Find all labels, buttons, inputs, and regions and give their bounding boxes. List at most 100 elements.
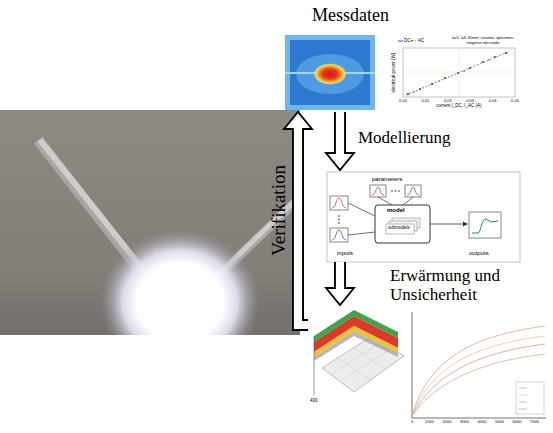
diagram-text: parameters	[372, 176, 402, 183]
data-point	[419, 88, 421, 90]
input-box	[330, 196, 348, 210]
tick-label: 0.03	[464, 99, 476, 104]
model-box	[375, 205, 430, 243]
line-chart	[412, 312, 546, 418]
arc-glow	[100, 230, 260, 335]
chart-annotation: n=5; l=6.35mm; ceramic specimen; tungste…	[447, 36, 519, 45]
surface-plot	[314, 310, 404, 395]
data-point	[438, 80, 440, 82]
tick-label: 0.04	[487, 99, 499, 104]
legend-sample	[519, 402, 527, 403]
output-box	[469, 212, 501, 238]
data-point	[463, 70, 465, 72]
y-axis	[412, 312, 413, 418]
data-point	[407, 93, 409, 95]
data-point	[494, 56, 496, 58]
arrow-label: Modellierung	[358, 129, 451, 148]
legend-text: AC	[418, 38, 424, 43]
data-points	[407, 52, 507, 95]
arrow-outline	[298, 127, 308, 325]
arrow-head	[284, 112, 312, 129]
hollow-arrow	[326, 262, 354, 305]
flow-line	[348, 203, 375, 216]
results-panel: 40001000200030004000500060007000	[308, 305, 550, 433]
input-box	[330, 228, 348, 242]
tick-label: 0	[406, 420, 418, 425]
flow-line	[348, 232, 375, 235]
temperature-curve	[412, 354, 545, 416]
measurement-panel: MessdatenDC+ AC n=5; l=6.35mm; ceramic spe…	[283, 0, 533, 112]
model-frame	[327, 172, 520, 262]
arrow-label: Erwärmung und Unsicherheit	[390, 267, 515, 304]
arrow-label: Verifikation	[269, 160, 290, 260]
arrow-outline	[334, 262, 346, 290]
temperature-curve	[412, 344, 545, 416]
data-point	[488, 59, 490, 61]
data-point	[457, 72, 459, 74]
tick-label: 4000	[476, 420, 488, 425]
temperature-curve	[412, 326, 545, 416]
parameter-box	[370, 185, 386, 197]
submodel-box	[386, 224, 414, 234]
dot	[338, 219, 340, 221]
legend-box	[516, 382, 544, 414]
data-point	[431, 83, 433, 85]
dot	[338, 215, 340, 217]
temperature-curve	[412, 336, 545, 416]
flow-head	[463, 222, 468, 227]
measurement-chart	[388, 34, 522, 110]
data-point	[444, 77, 446, 79]
data-point	[413, 91, 415, 93]
flow-line	[403, 197, 413, 205]
tick-label: 3000	[459, 420, 471, 425]
model-diagram	[327, 172, 520, 262]
parameter-box	[405, 185, 421, 197]
diagram-text: submodels	[388, 225, 410, 230]
tick-label: 0.02	[442, 99, 454, 104]
arrow-fill	[336, 112, 344, 155]
data-point	[469, 67, 471, 69]
dot	[338, 222, 340, 224]
legend-text: DC+	[404, 38, 413, 43]
arc-photo	[0, 110, 300, 335]
arrow-fill	[336, 262, 344, 290]
legend-sample	[519, 395, 527, 396]
panel-heading: Messdaten	[312, 6, 389, 26]
tick-label: 1000	[424, 420, 436, 425]
data-point	[505, 52, 507, 54]
legend-sample	[398, 41, 403, 42]
axis-title: current I_DC, I_AC (A)	[424, 103, 494, 108]
flow-line	[430, 224, 467, 225]
thermal-image	[285, 35, 375, 110]
dot	[395, 190, 397, 192]
distribution-curve	[372, 187, 384, 195]
flow-line	[378, 197, 392, 205]
legend-sample	[519, 409, 527, 410]
grid-line	[354, 348, 386, 369]
legend-sample	[519, 388, 527, 389]
arrow-fill	[298, 127, 308, 325]
tick-label: 6000	[511, 420, 523, 425]
diagram-text: inputs	[337, 250, 353, 257]
dot	[398, 190, 400, 192]
distribution-curve	[407, 187, 419, 195]
model-panel: parameters model submodels inputs outputs	[325, 170, 525, 262]
hot-spot	[313, 63, 347, 85]
tick-label: 0.01	[419, 99, 431, 104]
data-points	[413, 59, 490, 93]
data-point	[482, 61, 484, 63]
chart-background	[388, 34, 522, 110]
arrow-head	[326, 153, 354, 170]
grid-line	[332, 342, 382, 374]
tick-label: 400	[310, 398, 318, 403]
tick-label: 0.00	[397, 99, 409, 104]
thermal-frame	[285, 35, 375, 110]
arrow-outline	[334, 112, 346, 155]
tick-label: 0.05	[509, 99, 521, 104]
diagram-text: outputs	[469, 250, 489, 257]
diagram-text: model	[387, 207, 405, 214]
tick-label: 7000	[529, 420, 541, 425]
plot-axis	[314, 336, 315, 395]
dot	[391, 190, 393, 192]
